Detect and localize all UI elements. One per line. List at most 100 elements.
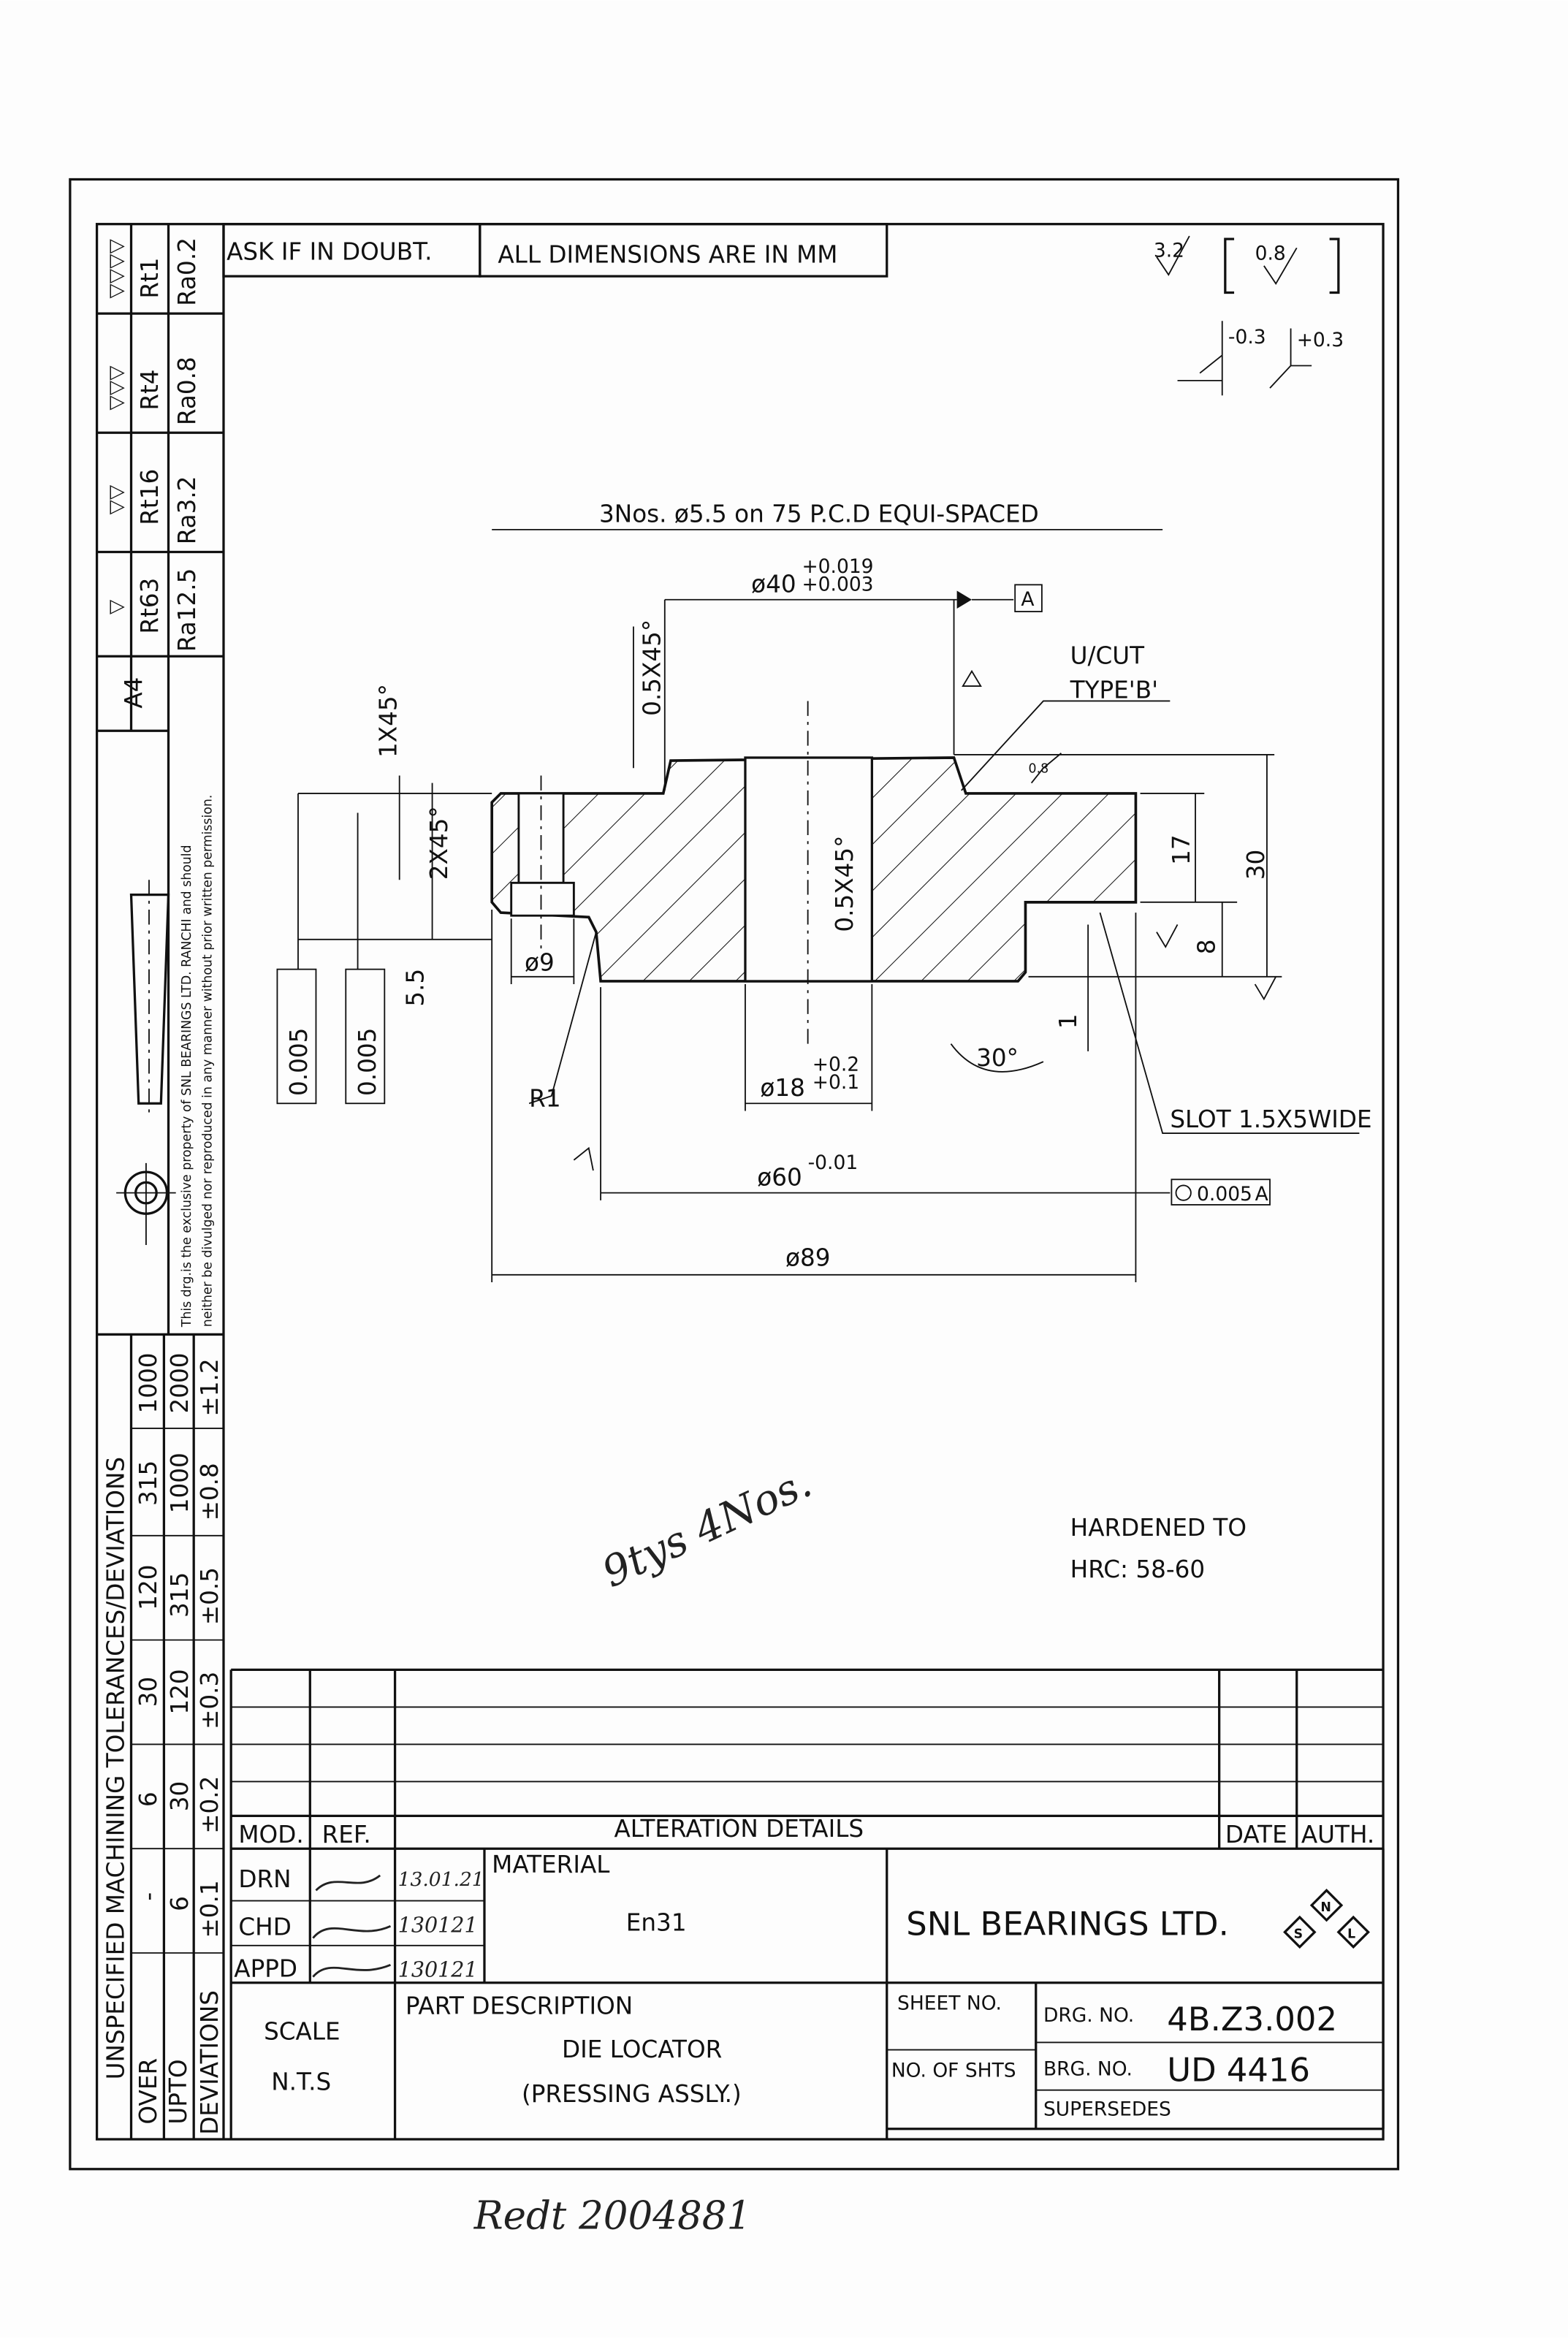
over-value: 1000 <box>134 1353 162 1414</box>
copyright-line-2: neither be divulged nor reproduced in an… <box>201 795 216 1328</box>
finish-plus: +0.3 <box>1297 329 1344 351</box>
undercut-label: U/CUT <box>1070 641 1146 669</box>
bore-tol-upper: +0.019 <box>802 555 873 578</box>
appd-date: 130121 <box>398 1957 478 1982</box>
company-name: SNL BEARINGS LTD. <box>906 1905 1229 1943</box>
finish-symbol-4: ▽ <box>104 599 127 614</box>
drn-date: 13.01.21 <box>398 1868 484 1891</box>
all-dimensions-note: ALL DIMENSIONS ARE IN MM <box>498 241 837 269</box>
handwritten-ref: Redt 2004881 <box>473 2193 752 2238</box>
chd-date: 130121 <box>398 1912 478 1937</box>
slot-note: SLOT 1.5X5WIDE <box>1170 1105 1371 1133</box>
over-value: - <box>134 1892 162 1901</box>
supersedes-label: SUPERSEDES <box>1043 2098 1171 2120</box>
finish-0-8: 0.8 <box>1029 761 1049 776</box>
upto-value: 315 <box>166 1572 194 1618</box>
logo-n: N <box>1320 1900 1331 1915</box>
upto-value: 2000 <box>166 1353 194 1414</box>
surface-finish-legend: ▽▽▽▽ Rt1 Ra0.2 ▽▽▽ Rt4 Ra0.8 ▽▽ Rt16 Ra3… <box>104 237 201 709</box>
scale-label: SCALE <box>264 2017 340 2045</box>
circularity-tolerance: 0.005 <box>1197 1183 1252 1206</box>
datum-a: A <box>1021 588 1034 611</box>
part-subtitle: (PRESSING ASSLY.) <box>522 2080 742 2108</box>
inner-diameter: ø18 <box>760 1074 804 1102</box>
over-value: 315 <box>134 1461 162 1506</box>
auth-header: AUTH. <box>1301 1821 1374 1848</box>
deviation-value: ±0.8 <box>196 1463 224 1520</box>
material-label: MATERIAL <box>492 1851 609 1878</box>
upto-label: UPTO <box>164 2059 192 2124</box>
sheet-size: A4 <box>120 677 148 709</box>
ra-3: Ra3.2 <box>173 476 201 544</box>
section-view <box>276 528 1360 1283</box>
over-label: OVER <box>134 2058 162 2125</box>
rt-1: Rt1 <box>136 257 164 298</box>
bore-tol-lower: +0.003 <box>802 574 873 596</box>
deviation-value: ±0.5 <box>196 1567 224 1625</box>
date-header: DATE <box>1225 1821 1287 1848</box>
dim-8: 8 <box>1193 939 1221 954</box>
part-name: DIE LOCATOR <box>562 2036 722 2063</box>
top-chamfer: 0.5X45° <box>639 620 666 716</box>
appd-label: APPD <box>234 1955 297 1983</box>
angle-30: 30° <box>976 1044 1019 1072</box>
finish-bracket: 0.8 <box>1255 243 1286 265</box>
tolerance-table: UNSPECIFIED MACHINING TOLERANCES/DEVIATI… <box>96 1333 224 2139</box>
drawing-no-label: DRG. NO. <box>1043 2004 1134 2027</box>
no-of-sheets-label: NO. OF SHTS <box>891 2059 1016 2082</box>
finish-minus: -0.3 <box>1228 326 1266 349</box>
sheet-no-label: SHEET NO. <box>897 1992 1002 2015</box>
dim-17: 17 <box>1168 834 1195 865</box>
hardened-note: HARDENED TO <box>1070 1514 1247 1542</box>
general-finish-symbol: 3.2 0.8 -0.3 +0.3 <box>1154 235 1344 396</box>
rt-3: Rt16 <box>136 469 164 525</box>
over-value: 30 <box>134 1677 162 1707</box>
deviation-value: ±0.1 <box>196 1880 224 1938</box>
radius-r1: R1 <box>529 1084 560 1112</box>
deviation-value: ±0.2 <box>196 1776 224 1834</box>
upto-value: 30 <box>166 1781 194 1812</box>
chamfer-1x45: 1X45° <box>375 684 403 758</box>
dim-30: 30 <box>1242 850 1270 880</box>
ra-2: Ra0.8 <box>173 357 201 425</box>
chamfer-2x45: 2X45° <box>425 806 453 880</box>
material-value: En31 <box>626 1908 687 1936</box>
ask-if-in-doubt: ASK IF IN DOUBT. <box>227 238 432 266</box>
ra-4: Ra12.5 <box>173 568 201 652</box>
spigot-diameter: ø60 <box>757 1163 802 1191</box>
circularity-datum: A <box>1255 1183 1268 1206</box>
logo-s: S <box>1294 1927 1303 1942</box>
upto-value: 1000 <box>166 1452 194 1513</box>
deviation-value: ±1.2 <box>196 1358 224 1416</box>
spigot-tolerance: -0.01 <box>808 1151 859 1174</box>
outer-diameter: ø89 <box>785 1244 830 1272</box>
bearing-no-label: BRG. NO. <box>1043 2057 1133 2080</box>
logo-l: L <box>1347 1927 1355 1942</box>
snl-logo: S N L <box>1283 1889 1370 1949</box>
over-value: 120 <box>134 1565 162 1610</box>
upto-value: 6 <box>166 1896 194 1911</box>
parallelism-tolerance-2: 0.005 <box>354 1028 381 1096</box>
drawing-number: 4B.Z3.002 <box>1167 2000 1337 2038</box>
drn-label: DRN <box>238 1865 291 1893</box>
hrc-note: HRC: 58-60 <box>1070 1556 1206 1583</box>
bore-diameter: ø40 <box>751 571 796 598</box>
bearing-number: UD 4416 <box>1167 2050 1310 2089</box>
ra-1: Ra0.2 <box>173 237 201 306</box>
scale-value: N.T.S <box>271 2068 331 2096</box>
mod-header: MOD. <box>238 1821 303 1848</box>
counterbore-diameter: ø9 <box>525 949 555 977</box>
upto-value: 120 <box>166 1669 194 1714</box>
dim-5-5: 5.5 <box>401 969 429 1007</box>
chd-label: CHD <box>238 1914 291 1941</box>
bore-chamfer: 0.5X45° <box>831 836 859 932</box>
parallelism-tolerance-1: 0.005 <box>285 1028 313 1096</box>
dim-1: 1 <box>1054 1013 1082 1029</box>
rt-2: Rt4 <box>136 369 164 410</box>
undercut-type: TYPE'B' <box>1070 676 1158 704</box>
deviation-value: ±0.3 <box>196 1672 224 1729</box>
inner-tol-lower: +0.1 <box>812 1071 859 1094</box>
copyright-line-1: This drg.is the exclusive property of SN… <box>180 845 194 1328</box>
part-description-label: PART DESCRIPTION <box>406 1992 633 2020</box>
